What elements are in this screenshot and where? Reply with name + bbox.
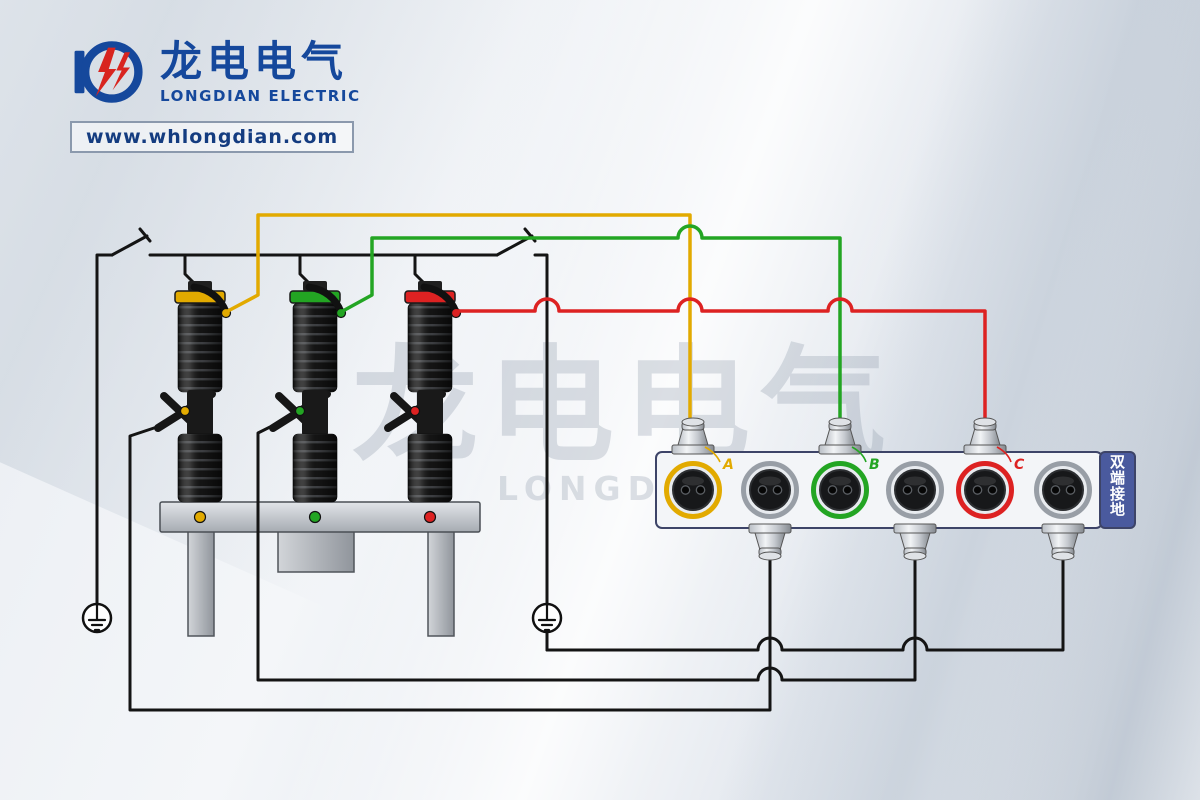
ground-bus-1 (545, 554, 1065, 652)
base-leg (187, 529, 215, 637)
panel-socket-plain-2 (886, 461, 944, 519)
panel-socket-a (664, 461, 722, 519)
panel-socket-plain-3 (1034, 461, 1092, 519)
company-name-en: LONGDIAN ELECTRIC (160, 87, 361, 106)
panel-socket-c (956, 461, 1014, 519)
hv-cap-bottom-3 (1041, 523, 1085, 561)
panel-tag-label: 双端接地 (1110, 453, 1125, 519)
base-dot-b (308, 510, 322, 524)
phase-dot-mid-b (294, 405, 306, 417)
longdian-logo-icon (74, 41, 143, 103)
panel-socket-plain-1 (741, 461, 799, 519)
company-name-zh: 龙电电气 (160, 36, 349, 86)
base-dot-c (423, 510, 437, 524)
website-url: www.whlongdian.com (86, 126, 339, 148)
logo-block: 龙电电气 LONGDIAN ELECTRIC www.whlongdian.co… (70, 34, 361, 153)
phase-dot-mid-a (179, 405, 191, 417)
hv-cap-bottom-1 (748, 523, 792, 561)
base-leg (427, 529, 455, 637)
base-dot-a (193, 510, 207, 524)
connector-label-a: A (722, 457, 734, 473)
panel-socket-b (811, 461, 869, 519)
connector-label-b: B (869, 457, 880, 473)
base-platform (159, 501, 481, 637)
knife-switch-blades (110, 227, 537, 257)
base-block (277, 529, 355, 573)
website-badge: www.whlongdian.com (70, 121, 355, 153)
insulator-phase-a (154, 281, 232, 503)
lightning-bolt-icon (112, 52, 131, 91)
phase-dot-mid-c (409, 405, 421, 417)
connector-label-c: C (1014, 457, 1025, 473)
hv-cap-bottom-2 (893, 523, 937, 561)
ground-symbol-right (531, 602, 563, 634)
insulator-phase-b (269, 281, 347, 503)
ground-symbol-left (81, 602, 113, 634)
